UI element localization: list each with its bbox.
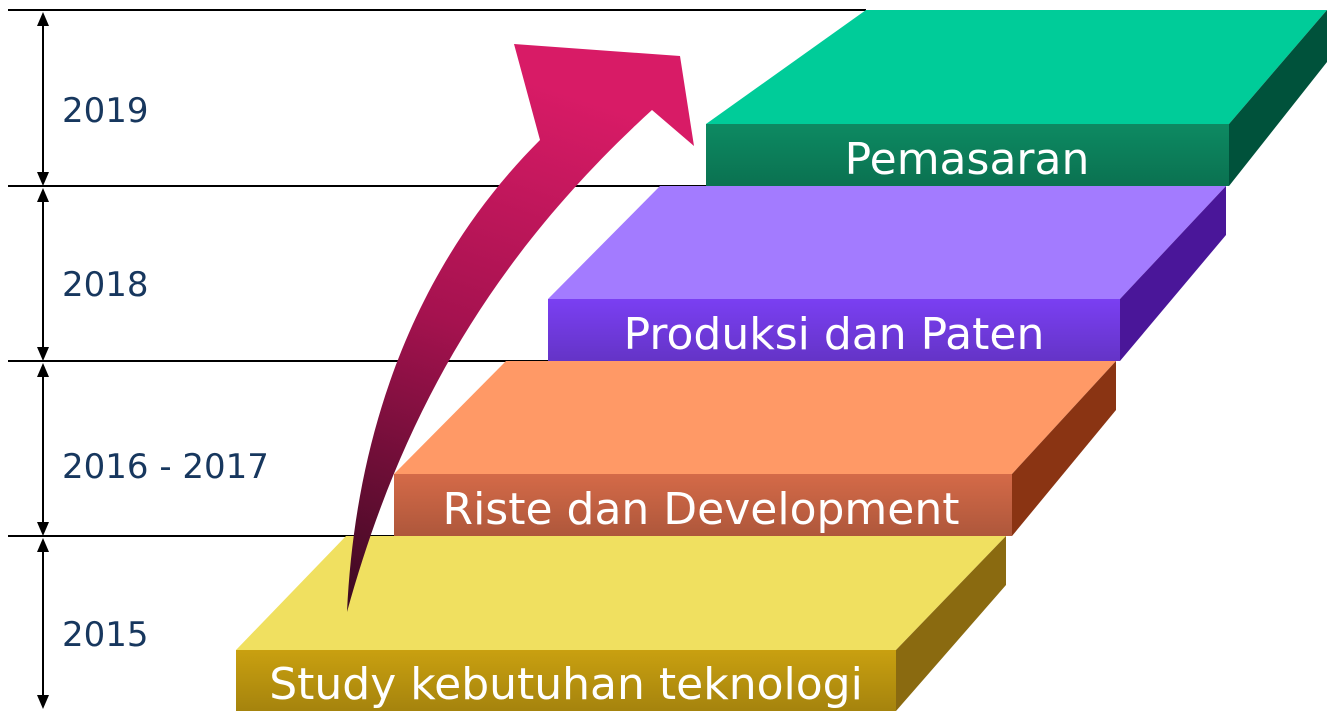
span-arrow-2015: [37, 538, 49, 709]
step-pemasaran-side: [1229, 10, 1327, 186]
step-study-side: [896, 536, 1006, 711]
step-pemasaran: Pemasaran: [706, 10, 1327, 186]
step-riset-top: [394, 361, 1116, 474]
year-label-2018: 2018: [62, 265, 149, 305]
step-riset-side: [1012, 361, 1116, 536]
span-arrow-2019: [37, 12, 49, 186]
span-arrow-2018: [37, 188, 49, 361]
year-label-2015: 2015: [62, 615, 149, 655]
step-study: Study kebutuhan teknologi: [236, 536, 1006, 711]
progress-arrow: [347, 44, 694, 612]
step-produksi: Produksi dan Paten: [548, 186, 1226, 361]
step-riset-label: Riste dan Development: [443, 484, 960, 535]
year-label-2016-2017: 2016 - 2017: [62, 447, 269, 487]
step-riset: Riste dan Development: [394, 361, 1116, 536]
step-study-label: Study kebutuhan teknologi: [269, 659, 863, 710]
step-produksi-label: Produksi dan Paten: [624, 309, 1045, 360]
step-produksi-top: [548, 186, 1226, 299]
span-arrow-2016-2017: [37, 363, 49, 536]
step-pemasaran-label: Pemasaran: [845, 134, 1090, 185]
step-produksi-side: [1120, 186, 1226, 361]
year-label-2019: 2019: [62, 91, 149, 131]
step-pemasaran-top: [706, 10, 1327, 124]
step-study-top: [236, 536, 1006, 650]
